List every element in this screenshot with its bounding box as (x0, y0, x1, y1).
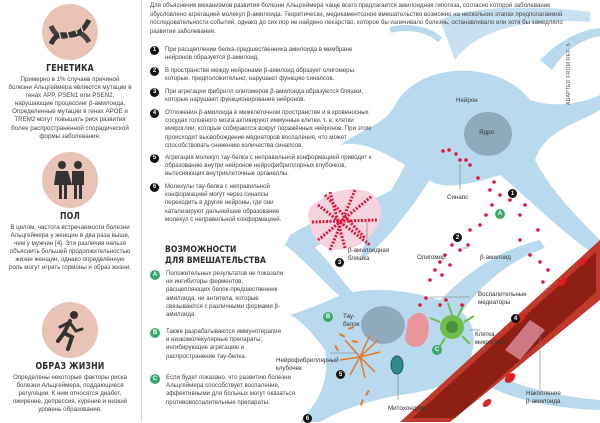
mitochondrion-shape (390, 355, 404, 375)
marker-a: A (495, 209, 505, 219)
label-tau-line2: белок (343, 320, 360, 328)
marker-4: 4 (511, 314, 520, 323)
label-plaque-line1: β-амилоидная (348, 247, 390, 254)
step-3: 3 При агрегации фибрилл олигомеров β-ами… (150, 88, 375, 104)
microglia-shape (429, 302, 475, 349)
marker-6: 6 (303, 414, 312, 423)
step-4: 4 Отложения β-амилоида в межклеточном пр… (150, 109, 382, 150)
label-tau-line1: Тау- (343, 313, 356, 320)
sidebar-divider (141, 0, 142, 422)
nucleus-shape (464, 112, 512, 156)
intervention-a: A Положительных результатов не показали … (150, 270, 285, 319)
marker-c: C (432, 345, 442, 355)
risk-factors-sidebar: ГЕНЕТИКА Примерно в 1% случаев причиной … (0, 0, 140, 422)
intervention-letter: A (150, 270, 160, 280)
marker-5: 5 (336, 370, 345, 379)
marker-3: 3 (335, 258, 344, 267)
label-nucleus: Ядро (479, 129, 494, 136)
intervention-text: Также разрабатываются иммунотерапия и ни… (166, 328, 281, 360)
label-tangle-line2: клубочек (276, 364, 302, 372)
blood-vessel (400, 240, 600, 422)
factor-title: ПОЛ (59, 211, 81, 222)
factor-sex: ПОЛ В целом, частота встречаемости болез… (0, 152, 140, 273)
step-6: 6 Молекулы тау-белка с неправильной конф… (150, 183, 300, 224)
factor-text: Примерно в 1% случаев причиной болезни А… (8, 76, 132, 140)
step-number: 2 (150, 67, 159, 76)
step-text: Молекулы тау-белка с неправильной конфор… (165, 183, 282, 223)
running-person-icon (42, 302, 98, 358)
amyloid-plaque (308, 189, 381, 251)
label-oligomer: Олигомер (417, 254, 446, 261)
marker-1: 1 (508, 189, 517, 198)
step-1: 1 При расщеплении белка-предшественника … (150, 46, 375, 62)
interventions-title-line2: ДЛЯ ВМЕШАТЕЛЬСТВА (165, 256, 266, 266)
intro-text: Для объяснения механизмов развития болез… (150, 2, 563, 35)
neurofibrillary-tangle (339, 334, 381, 379)
label-synapse: Синапс (447, 194, 469, 201)
label-neuron: Нейрон (456, 97, 478, 104)
step-text: В пространстве между нейронами β-амилоид… (165, 67, 356, 83)
step-text: Агрегация молекул тау-белка с неправильн… (165, 154, 372, 178)
label-inflammatory-line2: медиаторы (478, 298, 511, 306)
dna-icon (42, 4, 98, 60)
intervention-text: Положительных результатов не показали ни… (166, 270, 284, 319)
interventions-title-line1: ВОЗМОЖНОСТИ (165, 245, 237, 255)
factor-title: ГЕНЕТИКА (46, 63, 94, 74)
interventions-title: ВОЗМОЖНОСТИ ДЛЯ ВМЕШАТЕЛЬСТВА (165, 245, 266, 267)
factor-text: В целом, частота встречаемости болезни А… (9, 224, 131, 272)
step-text: Отложения β-амилоида в межклеточном прос… (165, 109, 371, 149)
label-accumulation-line1: Накопление (526, 390, 561, 397)
factor-text: Определены некоторые факторы риска болез… (12, 374, 128, 414)
marker-b: B (323, 312, 333, 322)
label-mitochondria: Митохондрия (388, 405, 427, 412)
intervention-letter: C (150, 374, 160, 384)
intervention-letter: B (150, 328, 160, 338)
label-accumulation-line2: β-амилоида (526, 397, 561, 405)
label-microglia-line2: микроглии (475, 338, 505, 346)
label-beta-amyloid: β-амилоид (480, 254, 511, 261)
step-number: 4 (150, 109, 159, 118)
step-number: 5 (150, 154, 159, 163)
factor-genetics: ГЕНЕТИКА Примерно в 1% случаев причиной … (0, 4, 140, 141)
marker-2: 2 (453, 233, 462, 242)
label-tangle-line1: Нейрофибриллярный (276, 357, 339, 364)
man-woman-icon (42, 152, 98, 208)
step-number: 3 (150, 88, 159, 97)
intervention-c: C Если будет показано, что развитию боле… (150, 374, 300, 407)
label-microglia-line1: Клетка (475, 331, 495, 338)
source-credit: ADAPTED FROM REF. 5 (566, 43, 572, 105)
amyloid-dots (418, 148, 550, 307)
label-inflammatory-line1: Воспалительные (478, 291, 527, 298)
factor-lifestyle: ОБРАЗ ЖИЗНИ Определены некоторые факторы… (0, 302, 140, 414)
step-text: При расщеплении белка-предшественника ам… (165, 46, 353, 62)
label-plaque-line2: бляшка (348, 254, 370, 262)
step-2: 2 В пространстве между нейронами β-амило… (150, 67, 375, 83)
intervention-text: Если будет показано, что развитию болезн… (166, 374, 295, 406)
label-tau: Тау-белок (343, 313, 360, 328)
step-text: При агрегации фибрилл олигомеров β-амило… (165, 88, 364, 104)
step-number: 1 (150, 46, 159, 55)
factor-title: ОБРАЗ ЖИЗНИ (35, 361, 105, 372)
intervention-b: B Также разрабатываются иммунотерапия и … (150, 328, 282, 361)
step-5: 5 Агрегация молекул тау-белка с неправил… (150, 154, 382, 179)
step-number: 6 (150, 183, 159, 192)
